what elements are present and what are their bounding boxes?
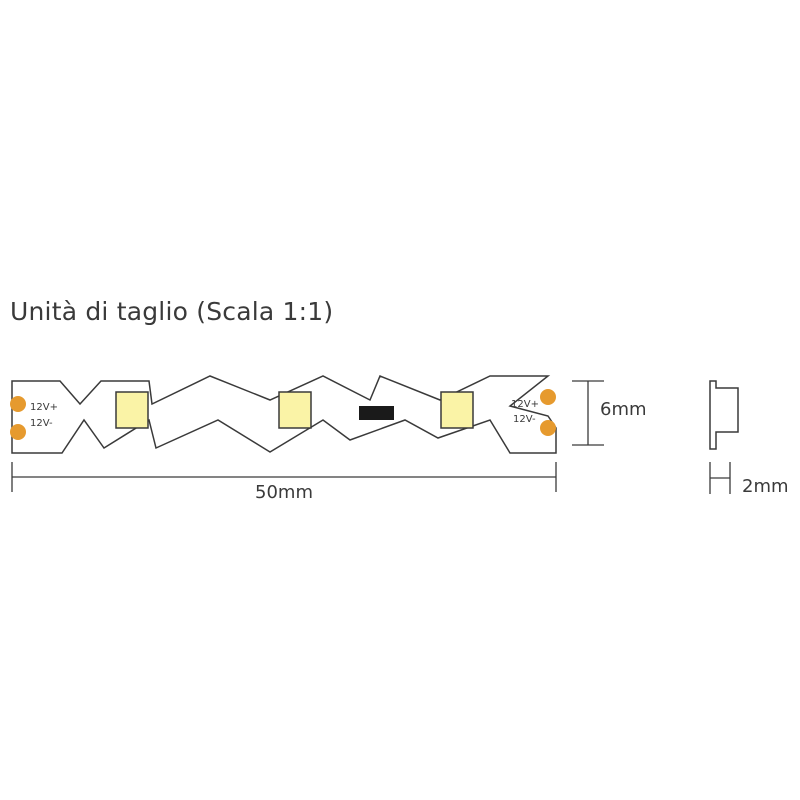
led-chip (278, 391, 312, 429)
pad-right-negative-label: 12V- (513, 414, 536, 425)
pad-right-positive (540, 389, 556, 405)
pad-left-positive (10, 396, 26, 412)
pad-right-positive-label: 12V+ (511, 399, 539, 410)
diagram-title: Unità di taglio (Scala 1:1) (10, 297, 334, 326)
height-label: 6mm (600, 399, 647, 420)
pad-left-negative-label: 12V- (30, 418, 53, 429)
pad-left-negative (10, 424, 26, 440)
led-chip (440, 391, 474, 429)
led-chip (115, 391, 149, 429)
length-label: 50mm (255, 482, 313, 503)
pad-right-negative (540, 420, 556, 436)
pad-left-positive-label: 12V+ (30, 402, 58, 413)
side-profile (709, 380, 739, 450)
resistor (359, 406, 394, 420)
thickness-label: 2mm (742, 476, 789, 497)
